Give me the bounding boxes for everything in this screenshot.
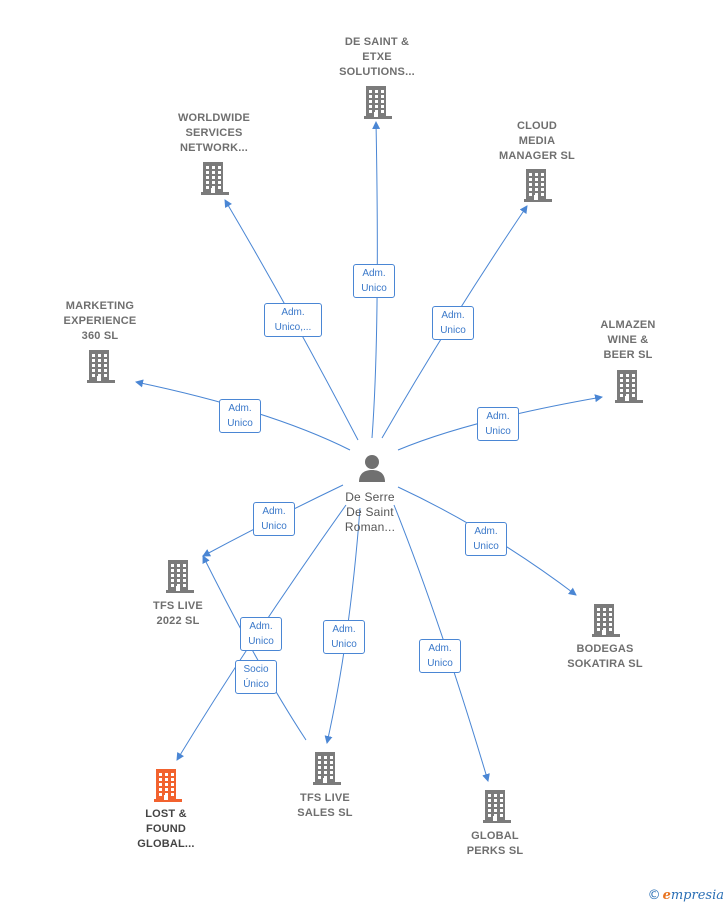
edge-label-tfssales[interactable]: Adm. Unico [323, 620, 365, 654]
edge-label-globalperks[interactable]: Adm. Unico [419, 639, 461, 673]
company-label-worldwide[interactable]: WORLDWIDE SERVICES NETWORK... [177, 112, 251, 154]
person-label[interactable]: De Serre De Saint Roman... [344, 490, 396, 534]
brand-logo[interactable]: ©empresia [648, 888, 724, 903]
company-label-marketing[interactable]: MARKETING EXPERIENCE 360 SL [63, 300, 137, 342]
building-icon[interactable] [154, 768, 182, 807]
building-icon[interactable] [313, 751, 341, 790]
company-label-globalperks[interactable]: GLOBAL PERKS SL [466, 830, 524, 857]
edge-label-desaint[interactable]: Adm. Unico [353, 264, 395, 298]
building-icon[interactable] [592, 603, 620, 642]
building-icon[interactable] [483, 789, 511, 828]
company-label-bodegas[interactable]: BODEGAS SOKATIRA SL [567, 643, 643, 670]
edge-line-person-globalperks [393, 504, 490, 782]
building-icon[interactable] [364, 85, 392, 124]
building-icon[interactable] [524, 168, 552, 207]
company-label-tfssales[interactable]: TFS LIVE SALES SL [297, 792, 353, 819]
company-label-desaint[interactable]: DE SAINT & ETXE SOLUTIONS... [339, 36, 415, 78]
edge-label-lost[interactable]: Adm. Unico [240, 617, 282, 651]
brand-initial: e [662, 888, 671, 903]
edge-label-tfs2022-from-tfssales[interactable]: Socio Único [235, 660, 277, 694]
edge-label-tfs2022[interactable]: Adm. Unico [253, 502, 295, 536]
company-label-lost[interactable]: LOST & FOUND GLOBAL... [137, 808, 195, 850]
edge-line-tfssales-tfs2022 [202, 555, 307, 741]
building-icon[interactable] [201, 161, 229, 200]
edge-label-marketing[interactable]: Adm. Unico [219, 399, 261, 433]
edge-label-almazen[interactable]: Adm. Unico [477, 407, 519, 441]
company-label-almazen[interactable]: ALMAZEN WINE & BEER SL [600, 319, 656, 361]
company-label-cloud[interactable]: CLOUD MEDIA MANAGER SL [499, 120, 575, 162]
company-label-tfs2022[interactable]: TFS LIVE 2022 SL [153, 600, 203, 627]
edge-label-cloud[interactable]: Adm. Unico [432, 306, 474, 340]
person-icon[interactable] [357, 453, 387, 488]
edges [135, 121, 603, 782]
building-icon[interactable] [87, 349, 115, 388]
copyright-symbol: © [647, 888, 661, 903]
building-icon[interactable] [615, 369, 643, 408]
building-icon[interactable] [166, 559, 194, 598]
brand-name: mpresia [670, 888, 724, 903]
edge-line-person-desaint [371, 121, 381, 439]
edge-label-bodegas[interactable]: Adm. Unico [465, 522, 507, 556]
edge-label-worldwide[interactable]: Adm. Unico,... [264, 303, 322, 337]
